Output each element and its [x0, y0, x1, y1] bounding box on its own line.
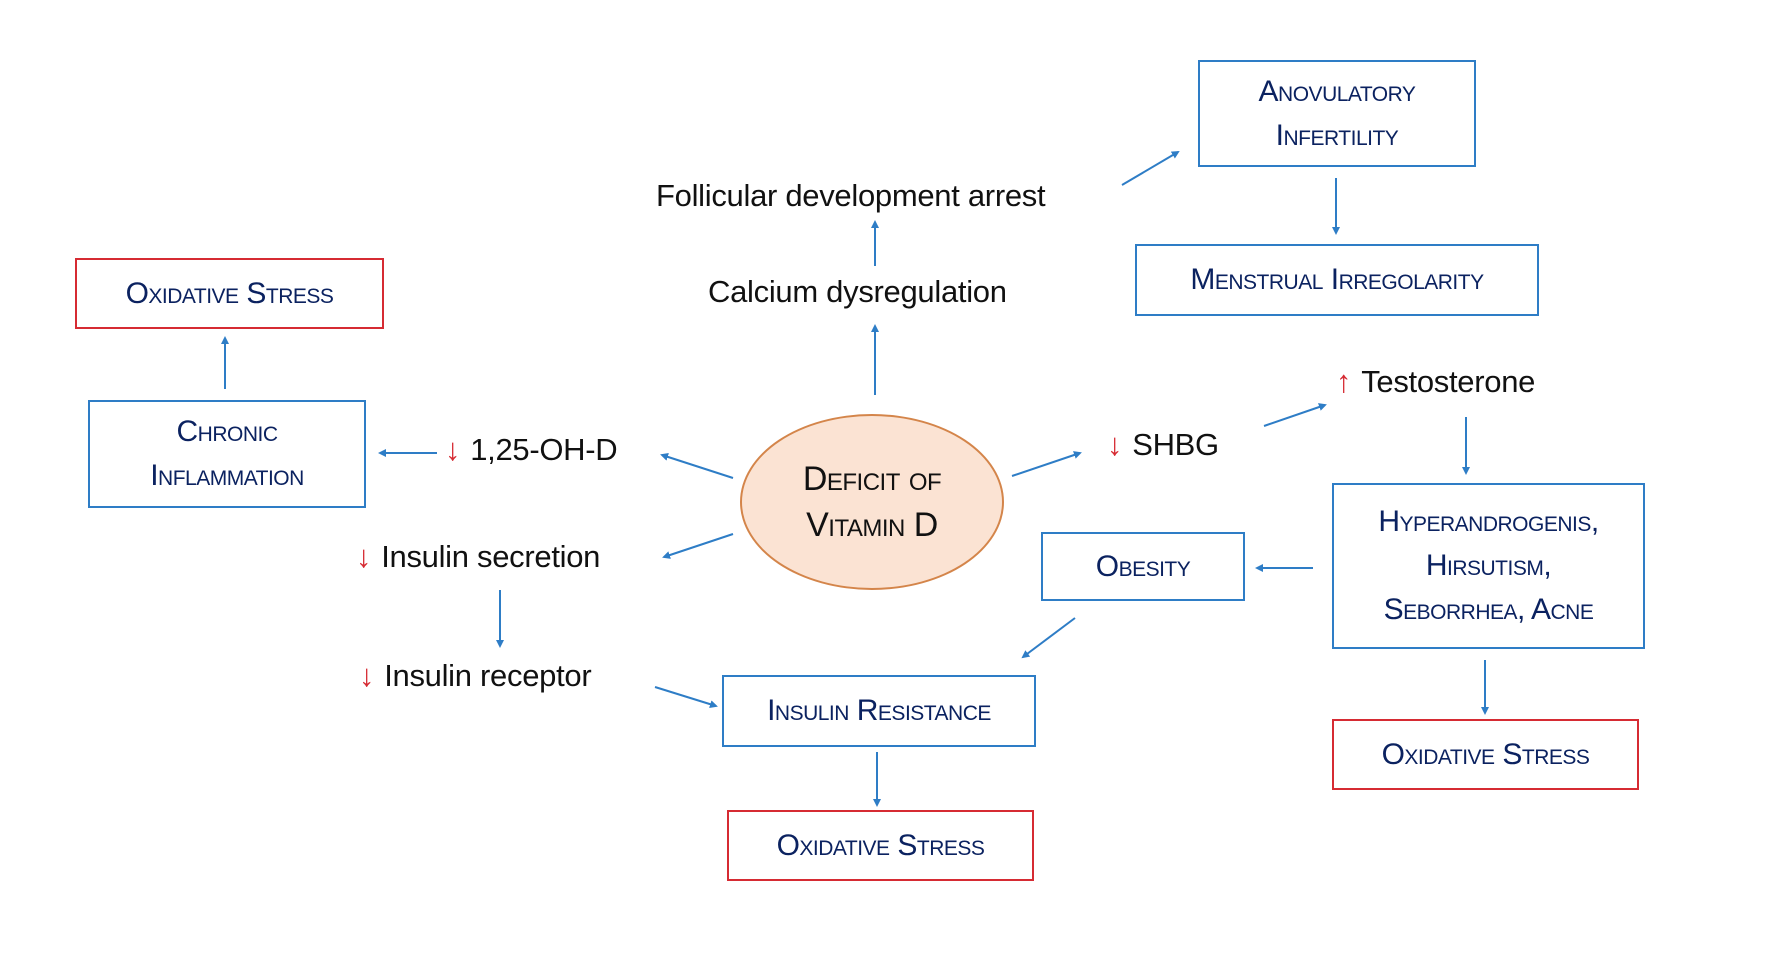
label-text: Calcium dysregulation — [708, 274, 1007, 309]
label-calcium-dysregulation: Calcium dysregulation — [708, 272, 1007, 312]
label-text: Insulin receptor — [384, 658, 592, 693]
arrow-obesity-to-insulin-resistance — [1021, 617, 1076, 659]
label-follicular-arrest: Follicular development arrest — [656, 176, 1046, 216]
box-text: Infertility — [1275, 118, 1399, 152]
label-text: Follicular development arrest — [656, 178, 1046, 213]
box-text: Chronic — [176, 415, 279, 448]
decrease-arrow-icon: ↓ — [356, 539, 372, 574]
box-oxidative-stress-right: Oxidative Stress — [1332, 719, 1639, 790]
box-insulin-resistance: Insulin Resistance — [722, 675, 1036, 747]
label-testosterone: ↑ Testosterone — [1336, 362, 1535, 402]
label-text: Testosterone — [1361, 364, 1536, 399]
box-text: Hyperandrogenis, — [1378, 505, 1599, 538]
box-oxidative-stress-bottom: Oxidative Stress — [727, 810, 1034, 881]
arrow-follicular-to-anovulatory — [1121, 150, 1180, 186]
label-insulin-receptor: ↓ Insulin receptor — [359, 656, 592, 696]
center-node-vitamin-d-deficit: Deficit of Vitamin D — [740, 414, 1004, 590]
decrease-arrow-icon: ↓ — [445, 432, 461, 467]
decrease-arrow-icon: ↓ — [359, 658, 375, 693]
label-text: SHBG — [1132, 427, 1219, 462]
label-125-oh-d: ↓ 1,25-OH-D — [445, 430, 618, 470]
box-chronic-inflammation: Chronic Inflammation — [88, 400, 366, 508]
box-text: Menstrual Irregolarity — [1190, 263, 1484, 296]
arrow-shbg-to-testosterone — [1263, 403, 1327, 427]
box-text: Inflammation — [150, 459, 304, 492]
center-node-line1: Deficit of — [802, 460, 942, 498]
box-text: Insulin Resistance — [767, 694, 991, 727]
label-shbg: ↓ SHBG — [1107, 425, 1219, 465]
box-text: Anovulatory — [1258, 74, 1416, 108]
increase-arrow-icon: ↑ — [1336, 364, 1352, 399]
box-text: Oxidative Stress — [125, 276, 334, 310]
arrow-center-to-insulin-secretion — [662, 533, 734, 559]
arrow-center-to-shbg — [1011, 451, 1082, 477]
decrease-arrow-icon: ↓ — [1107, 427, 1123, 462]
box-obesity: Obesity — [1041, 532, 1245, 601]
box-text: Obesity — [1095, 549, 1191, 583]
box-menstrual-irregularity: Menstrual Irregolarity — [1135, 244, 1539, 316]
box-text: Oxidative Stress — [1381, 737, 1590, 771]
arrow-center-to-125ohd — [660, 453, 734, 479]
box-hyperandrogenism: Hyperandrogenis, Hirsutism, Seborrhea, A… — [1332, 483, 1645, 649]
label-text: Insulin secretion — [381, 539, 601, 574]
label-insulin-secretion: ↓ Insulin secretion — [356, 537, 600, 577]
box-text: Hirsutism, — [1425, 549, 1552, 582]
box-text: Oxidative Stress — [776, 828, 985, 862]
label-text: 1,25-OH-D — [470, 432, 618, 467]
center-node-line2: Vitamin D — [806, 506, 938, 544]
box-text: Seborrhea, Acne — [1383, 593, 1594, 626]
box-anovulatory-infertility: Anovulatory Infertility — [1198, 60, 1476, 167]
arrow-receptor-to-insulin-resistance — [654, 686, 718, 709]
box-oxidative-stress-left: Oxidative Stress — [75, 258, 384, 329]
